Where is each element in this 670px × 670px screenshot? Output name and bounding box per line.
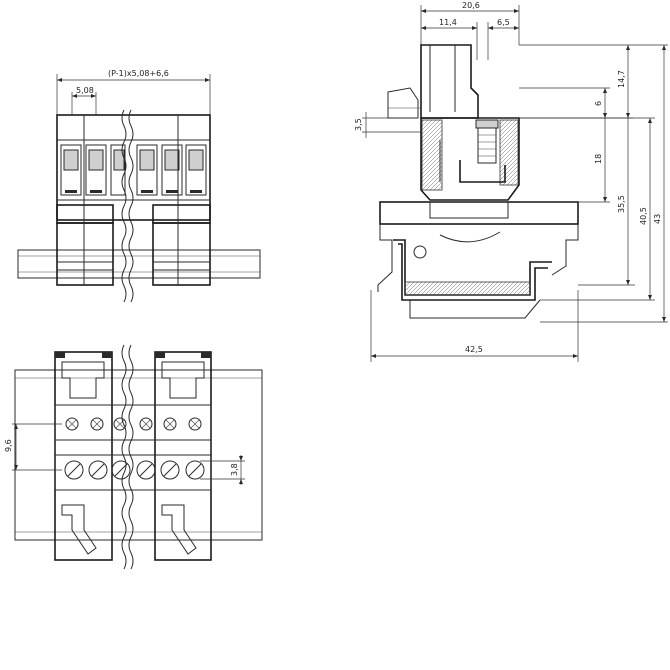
total-width-label: 42,5 xyxy=(465,345,483,354)
dim-pitch: 5,08 xyxy=(71,86,97,115)
terminal-screws xyxy=(64,460,205,480)
pitch-formula-label: (P-1)x5,08+6,6 xyxy=(108,69,169,78)
dim-overall-width: (P-1)x5,08+6,6 xyxy=(56,69,211,115)
dim-total-width: 42,5 xyxy=(370,290,579,362)
side-offset-label: 3,5 xyxy=(354,118,363,131)
height-cap-label: 14,7 xyxy=(617,70,626,88)
dim-height-pitch: 9,6 xyxy=(4,423,62,471)
top-cells xyxy=(60,144,207,196)
height-mid-label: 18 xyxy=(594,154,603,164)
width-top-label: 20,6 xyxy=(462,1,480,10)
top-view: (P-1)x5,08+6,6 5,08 xyxy=(17,69,261,303)
dim-height-cap: 14,7 xyxy=(519,44,633,119)
dim-height-mid: 18 xyxy=(519,118,610,203)
height-35-label: 35,5 xyxy=(617,195,626,213)
width-left-label: 11,4 xyxy=(439,18,457,27)
dim-width-top: 20,6 xyxy=(420,1,520,45)
dim-height-small: 6 xyxy=(519,87,610,118)
height-pitch-label: 9,6 xyxy=(4,439,13,452)
dim-height-35: 35,5 xyxy=(578,118,635,286)
dim-width-right: 6,5 xyxy=(487,18,519,60)
side-view: 20,6 11,4 6,5 xyxy=(354,1,668,362)
height-total-label: 43 xyxy=(653,214,662,224)
dim-width-left: 11,4 xyxy=(421,18,478,60)
pitch-label: 5,08 xyxy=(76,86,94,95)
dim-screw-offset: 3,8 xyxy=(200,455,245,485)
height-40-label: 40,5 xyxy=(639,207,648,225)
clamp-screws xyxy=(65,417,202,431)
front-view: 9,6 3,8 xyxy=(4,344,263,570)
screw-offset-label: 3,8 xyxy=(230,463,239,476)
dim-height-40: 40,5 xyxy=(519,117,655,301)
dim-height-total: 43 xyxy=(540,44,668,323)
width-right-label: 6,5 xyxy=(497,18,510,27)
height-small-label: 6 xyxy=(594,101,603,106)
dim-side-offset: 3,5 xyxy=(354,112,421,138)
